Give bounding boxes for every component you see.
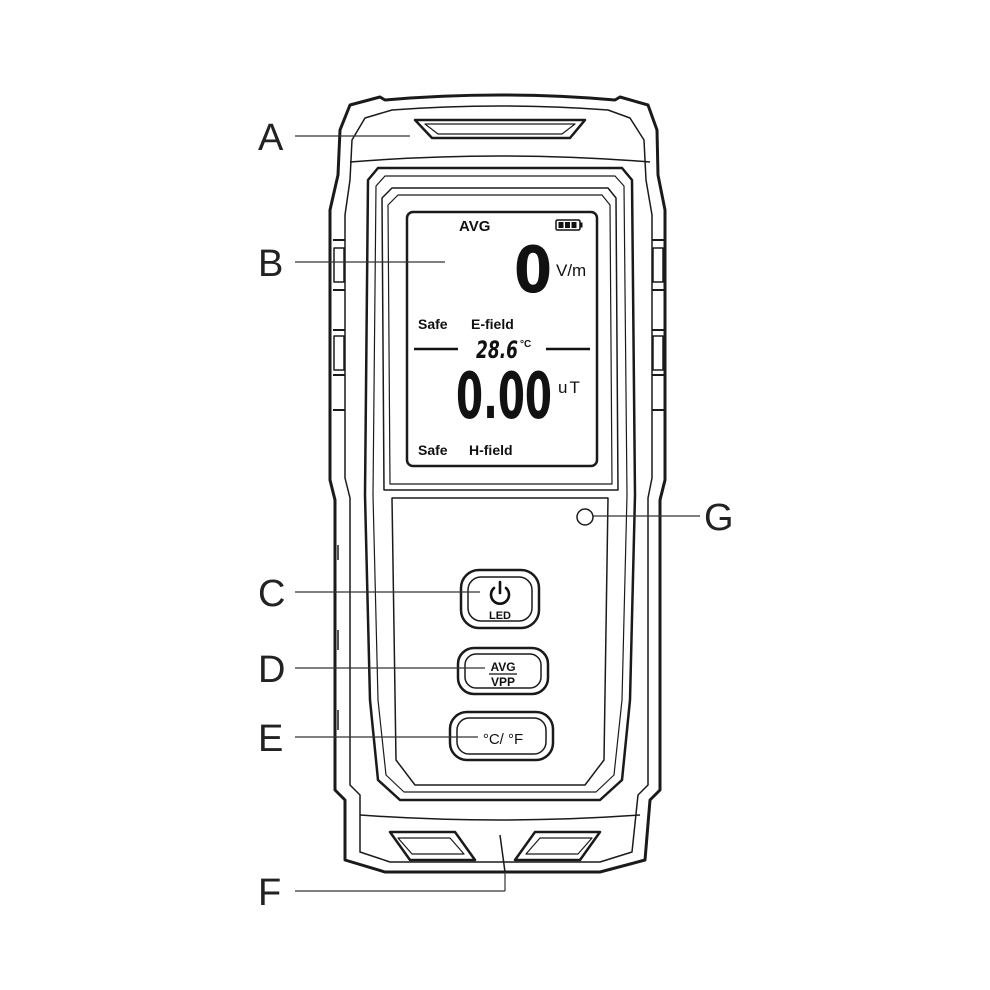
battery-full-icon [555, 219, 583, 231]
power-led-button[interactable]: LED [459, 568, 541, 630]
temperature-value: 28.6 [476, 336, 518, 364]
avg-vpp-button[interactable]: AVG VPP [456, 646, 550, 696]
power-button-label: LED [489, 610, 511, 622]
temperature-unit: °C [520, 339, 531, 350]
e-field-unit: V/m [556, 261, 586, 280]
callout-e: E [258, 718, 283, 760]
h-field-label: H-field [469, 442, 513, 458]
avg-vpp-top-label: AVG [490, 660, 515, 674]
callout-lines [295, 135, 700, 892]
temp-unit-button[interactable]: °C/ °F [448, 710, 555, 762]
mode-indicator: AVG [459, 218, 490, 235]
h-field-unit: uT [558, 378, 582, 397]
callout-a: A [258, 117, 284, 159]
callout-c: C [258, 573, 285, 615]
temp-unit-label: °C/ °F [483, 731, 523, 748]
callout-g: G [704, 497, 734, 539]
h-field-status: Safe [418, 442, 448, 458]
callout-b: B [258, 243, 283, 285]
e-field-label: E-field [471, 316, 514, 332]
avg-vpp-bottom-label: VPP [491, 675, 515, 689]
callout-f: F [258, 872, 281, 914]
device-body [328, 93, 667, 874]
e-field-value: 0 [514, 234, 552, 308]
h-field-value: 0.00 [456, 360, 552, 434]
e-field-status: Safe [418, 316, 448, 332]
led-indicator [576, 508, 594, 526]
lcd-screen: AVG 0 V/m Safe E-field 28.6 °C 0.00 uT S… [405, 210, 599, 468]
callout-d: D [258, 649, 285, 691]
power-icon [489, 580, 511, 605]
callout-labels: A B C D E F G [258, 117, 734, 914]
